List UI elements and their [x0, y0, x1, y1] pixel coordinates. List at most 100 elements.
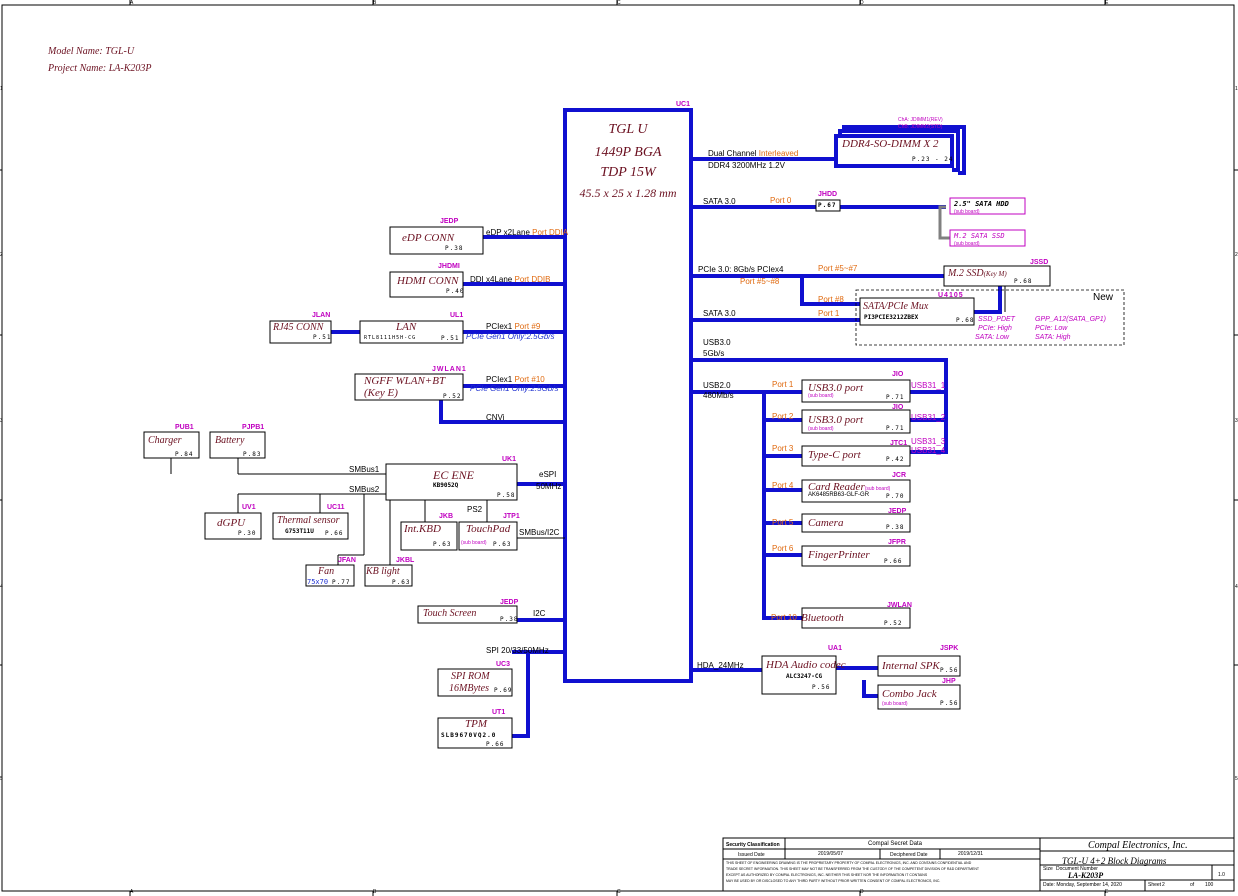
wlan-designator: JWLAN1	[432, 366, 467, 373]
fan-page: P.77	[332, 579, 351, 586]
hdd-title: 2.5" SATA HDD	[954, 200, 1009, 208]
lan-designator: UL1	[450, 312, 464, 319]
frame-col-d-bottom: D	[860, 889, 864, 895]
card-sub: (sub board)	[864, 486, 891, 492]
card-part: AK6485RB63-GLF-GR	[808, 492, 870, 498]
touchpad-page: P.63	[493, 541, 512, 548]
spk-page: P.56	[940, 667, 959, 674]
usb-b-designator: JIO	[892, 404, 904, 411]
sata0-port: Port 0	[770, 196, 792, 205]
ddr-chb: ChB: JDIMM2(STD)	[898, 124, 943, 130]
hda-page: P.56	[812, 684, 831, 691]
frame-col-e-bottom: E	[1105, 889, 1109, 895]
usb2-speed: 480Mb/s	[703, 391, 734, 400]
mux-page: P.68	[956, 317, 975, 324]
ec-smbus1: SMBus1	[349, 465, 380, 474]
tpm-page: P.66	[486, 741, 505, 748]
battery-title: Battery	[215, 435, 245, 446]
sata0-bus: SATA 3.0	[703, 197, 736, 206]
lan-bus: PCIex1 Port #9	[486, 322, 540, 331]
finger-page: P.66	[884, 558, 903, 565]
card-port: Port 4	[772, 481, 794, 490]
camera-title: Camera	[808, 517, 844, 529]
typec-port: Port 3	[772, 444, 794, 453]
thermal-page: P.66	[325, 530, 344, 537]
intkbd-page: P.63	[433, 541, 452, 548]
sata1-port: Port 1	[818, 309, 840, 318]
spi-title2: 16MBytes	[449, 683, 489, 694]
usb3-speed: 5Gb/s	[703, 349, 725, 358]
tb-deciphered: Deciphered Date	[890, 852, 928, 858]
thermal-part: G753T11U	[285, 528, 314, 535]
pcie-bus-text: PCIe 3.0: 8Gb/s	[698, 265, 755, 274]
usb3-bus: USB3.0	[703, 338, 731, 347]
cpu-name: TGL U	[608, 122, 648, 137]
fan-size: 75x70	[307, 578, 329, 586]
tpm-title: TPM	[465, 718, 487, 730]
typec-page: P.42	[886, 456, 905, 463]
hdmi-bus: DDI x4Lane Port DDIB	[470, 275, 551, 284]
thermal-title: Thermal sensor	[277, 515, 340, 526]
lan-bus-text: PCIex1	[486, 322, 513, 331]
ddr-interleaved: Interleaved	[758, 149, 799, 158]
touchpad-sub: (sub board)	[461, 540, 487, 546]
typec-title: Type-C port	[808, 449, 861, 461]
pcie-port-5-7: Port #5~#7	[818, 264, 858, 273]
ddr-speed-label: DDR4 3200MHz 1.2V	[708, 161, 785, 170]
ssd-title: M.2 SSD(Key M)	[948, 268, 1007, 279]
frame-col-e: E	[1105, 0, 1109, 6]
ec-page: P.58	[497, 492, 516, 499]
model-name: Model Name: TGL-U	[48, 46, 135, 57]
tb-date1: 2019/05/07	[818, 851, 844, 857]
rj45-designator: JLAN	[312, 312, 331, 319]
tb-security: Security Classification	[726, 842, 780, 848]
mux-note-pcie-high: PCIe: High	[978, 325, 1012, 332]
frame-row-3: 3	[0, 418, 3, 424]
tb-issued: Issued Date	[738, 852, 765, 858]
tb-company: Compal Electronics, Inc.	[1088, 840, 1188, 851]
mux-note-pcie-low: PCIe: Low	[1035, 325, 1068, 332]
combo-designator: JHP	[942, 678, 956, 685]
tb-secret: Compal Secret Data	[868, 841, 923, 847]
edp-designator: JEDP	[440, 218, 459, 225]
ssd-title-text: M.2 SSD	[948, 268, 984, 279]
tb-date: Date: Monday, September 14, 2020	[1043, 882, 1122, 888]
edp-bus-text: eDP x2Lane	[486, 228, 530, 237]
ddr-title: DDR4-SO-DIMM X 2	[842, 138, 939, 150]
dgpu-page: P.30	[238, 530, 257, 537]
intkbd-title: Int.KBD	[404, 523, 441, 535]
touchpad-title: TouchPad	[466, 523, 511, 535]
frame-row-4: 4	[0, 584, 3, 590]
ec-espi-speed: 50MHz	[536, 482, 562, 491]
dgpu-designator: UV1	[242, 504, 256, 511]
mux-note-sata-high: SATA: High	[1035, 334, 1071, 341]
typec-designator: JTC1	[890, 440, 908, 447]
touchpad-designator: JTP1	[503, 513, 520, 520]
frame-col-a-bottom: A	[130, 889, 134, 895]
tb-legal-2: TRADE SECRET INFORMATION. THIS SHEET MAY…	[726, 867, 980, 871]
tb-total: 100	[1205, 882, 1214, 888]
tb-legal-1: THIS SHEET OF ENGINEERING DRAWING IS THE…	[726, 861, 972, 865]
frame-row-2: 2	[0, 252, 3, 258]
lan-part: RTL8111H5H-CG	[364, 335, 417, 341]
mux-note-sata-low: SATA: Low	[975, 334, 1009, 341]
combo-page: P.56	[940, 700, 959, 707]
frame-row-2-right: 2	[1235, 252, 1238, 258]
spi-designator: UC3	[496, 661, 511, 668]
tpm-designator: UT1	[492, 709, 506, 716]
hdd-designator: JHDD	[818, 191, 838, 198]
camera-port: Port 5	[772, 518, 794, 527]
tb-size: Size	[1043, 866, 1053, 872]
tb-legal-3: EXCEPT AS AUTHORIZED BY COMPAL ELECTRONI…	[726, 873, 928, 877]
tb-sheetno: 2	[1162, 882, 1165, 888]
hdmi-designator: JHDMI	[438, 263, 460, 270]
ec-espi: eSPI	[539, 470, 557, 479]
lan-title: LAN	[396, 321, 417, 333]
battery-designator: PJPB1	[242, 424, 265, 431]
edp-port: Port DDIA	[532, 228, 569, 237]
cpu-package: 1449P BGA	[594, 145, 662, 160]
lan-page: P.51	[441, 335, 460, 342]
hdd-page: P.67	[818, 202, 837, 209]
frame-row-1-right: 1	[1235, 86, 1238, 92]
finger-designator: JFPR	[888, 539, 906, 546]
